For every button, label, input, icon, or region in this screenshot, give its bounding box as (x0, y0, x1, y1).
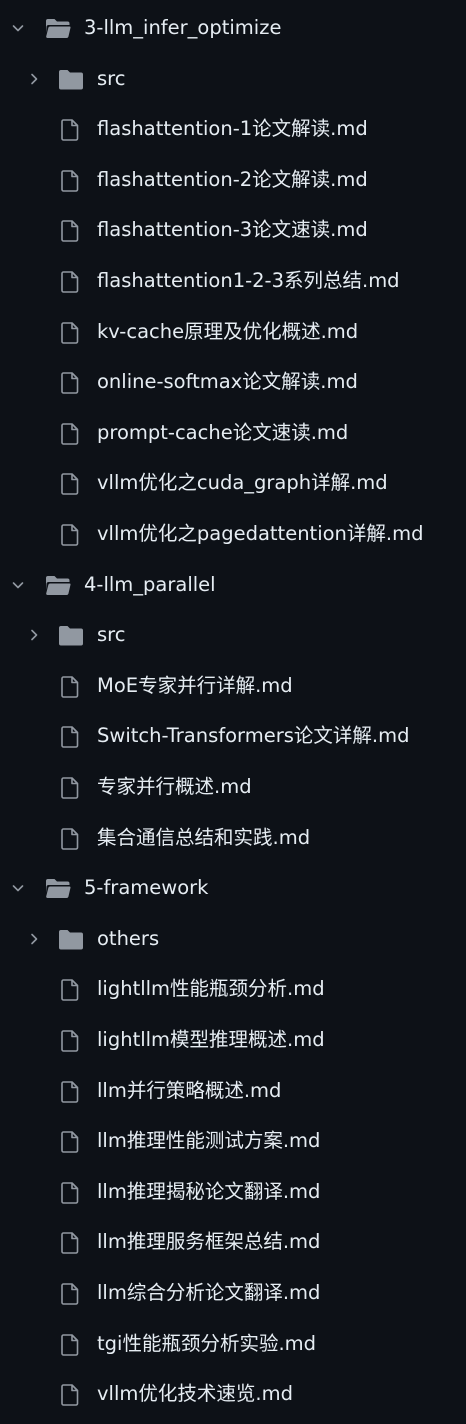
folder-icon (58, 929, 84, 950)
file-icon (61, 271, 79, 293)
chevron-right-icon[interactable] (26, 627, 42, 643)
file-label: vllm优化之cuda_graph详解.md (97, 471, 388, 495)
file-icon (61, 979, 79, 1002)
folder-icon (58, 625, 84, 646)
file-label: flashattention-1论文解读.md (97, 117, 368, 141)
folder-open-icon (45, 878, 71, 899)
file-icon (61, 169, 79, 192)
folder-item-others[interactable]: others (0, 914, 466, 964)
file-label: Switch-Transformers论文详解.md (97, 724, 410, 748)
file-label: prompt-cache论文速读.md (97, 420, 349, 444)
folder-label: src (97, 66, 126, 90)
folder-label: src (97, 623, 126, 647)
file-item-flashattention-2[interactable]: flashattention-2论文解读.md (0, 155, 466, 205)
file-label: online-softmax论文解读.md (97, 370, 358, 394)
folder-item-4-llm-parallel[interactable]: 4-llm_parallel (0, 560, 466, 610)
file-item-llm[interactable]: llm综合分析论文翻译.md (0, 1268, 466, 1318)
file-icon (61, 524, 79, 546)
file-item-flashattention-3[interactable]: flashattention-3论文速读.md (0, 205, 466, 255)
file-item-vllm-cuda-graph[interactable]: vllm优化之cuda_graph详解.md (0, 458, 466, 508)
folder-label: others (97, 926, 160, 950)
file-label: lightllm性能瓶颈分析.md (97, 977, 325, 1001)
file-icon (61, 372, 79, 394)
file-label: llm推理揭秘论文翻译.md (97, 1179, 321, 1203)
file-icon (61, 1030, 79, 1052)
file-label: flashattention-2论文解读.md (97, 167, 368, 191)
chevron-down-icon[interactable] (10, 577, 26, 593)
file-label: llm并行策略概述.md (97, 1078, 282, 1102)
file-icon (61, 1232, 79, 1255)
file-item-kv-cache[interactable]: kv-cache原理及优化概述.md (0, 307, 466, 357)
chevron-right-icon[interactable] (26, 931, 42, 947)
file-item-llm[interactable]: llm推理揭秘论文翻译.md (0, 1167, 466, 1217)
file-item-item[interactable]: 集合通信总结和实践.md (0, 813, 466, 863)
file-icon (61, 1283, 79, 1305)
folder-icon (58, 69, 84, 90)
file-icon (61, 726, 79, 749)
chevron-down-icon[interactable] (10, 880, 26, 896)
file-item-item[interactable]: 专家并行概述.md (0, 762, 466, 812)
file-item-llm[interactable]: llm推理性能测试方案.md (0, 1116, 466, 1166)
file-label: kv-cache原理及优化概述.md (97, 319, 359, 343)
folder-item-src[interactable]: src (0, 54, 466, 104)
file-item-vllm-pagedattention[interactable]: vllm优化之pagedattention详解.md (0, 509, 466, 559)
chevron-right-icon[interactable] (26, 71, 42, 87)
folder-item-5-framework[interactable]: 5-framework (0, 863, 466, 913)
file-item-flashattention1-2-3[interactable]: flashattention1-2-3系列总结.md (0, 256, 466, 306)
folder-item-src[interactable]: src (0, 610, 466, 660)
file-icon (61, 1080, 79, 1103)
file-icon (61, 422, 79, 445)
file-icon (61, 321, 79, 344)
file-item-lightllm[interactable]: lightllm模型推理概述.md (0, 1015, 466, 1065)
file-item-llm[interactable]: llm并行策略概述.md (0, 1066, 466, 1116)
file-label: flashattention-3论文速读.md (97, 218, 368, 242)
folder-label: 4-llm_parallel (84, 572, 216, 596)
folder-label: 3-llm_infer_optimize (84, 16, 282, 39)
file-label: llm推理服务框架总结.md (97, 1230, 321, 1254)
file-item-prompt-cache[interactable]: prompt-cache论文速读.md (0, 408, 466, 458)
file-item-lightllm[interactable]: lightllm性能瓶颈分析.md (0, 964, 466, 1014)
file-icon (61, 220, 79, 243)
file-item-tgi[interactable]: tgi性能瓶颈分析实验.md (0, 1319, 466, 1369)
file-icon (61, 119, 79, 141)
file-item-llm[interactable]: llm推理服务框架总结.md (0, 1217, 466, 1267)
file-icon (61, 1384, 79, 1406)
file-item-flashattention-1[interactable]: flashattention-1论文解读.md (0, 104, 466, 154)
file-icon (61, 827, 79, 850)
chevron-down-icon[interactable] (10, 20, 26, 36)
file-icon (61, 473, 79, 496)
folder-item-3-llm-infer-optimize[interactable]: 3-llm_infer_optimize (0, 3, 466, 53)
file-icon (61, 675, 79, 698)
folder-open-icon (45, 575, 71, 596)
folder-open-icon (45, 18, 71, 39)
file-icon (61, 1131, 79, 1153)
file-item-online-softmax[interactable]: online-softmax论文解读.md (0, 357, 466, 407)
file-label: MoE专家并行详解.md (97, 673, 293, 697)
file-icon (61, 1333, 79, 1356)
file-label: 专家并行概述.md (97, 775, 252, 798)
file-label: vllm优化技术速览.md (97, 1382, 293, 1406)
file-label: llm综合分析论文翻译.md (97, 1281, 321, 1304)
file-label: llm推理性能测试方案.md (97, 1129, 321, 1153)
file-label: vllm优化之pagedattention详解.md (97, 522, 424, 545)
folder-label: 5-framework (84, 876, 209, 900)
file-label: flashattention1-2-3系列总结.md (97, 269, 400, 292)
file-label: lightllm模型推理概述.md (97, 1028, 325, 1051)
file-icon (61, 777, 79, 799)
file-icon (61, 1181, 79, 1204)
file-item-vllm[interactable]: vllm优化技术速览.md (0, 1369, 466, 1419)
file-label: tgi性能瓶颈分析实验.md (97, 1331, 317, 1355)
file-item-switch-transformers[interactable]: Switch-Transformers论文详解.md (0, 711, 466, 761)
file-label: 集合通信总结和实践.md (97, 825, 311, 849)
file-item-moe[interactable]: MoE专家并行详解.md (0, 661, 466, 711)
